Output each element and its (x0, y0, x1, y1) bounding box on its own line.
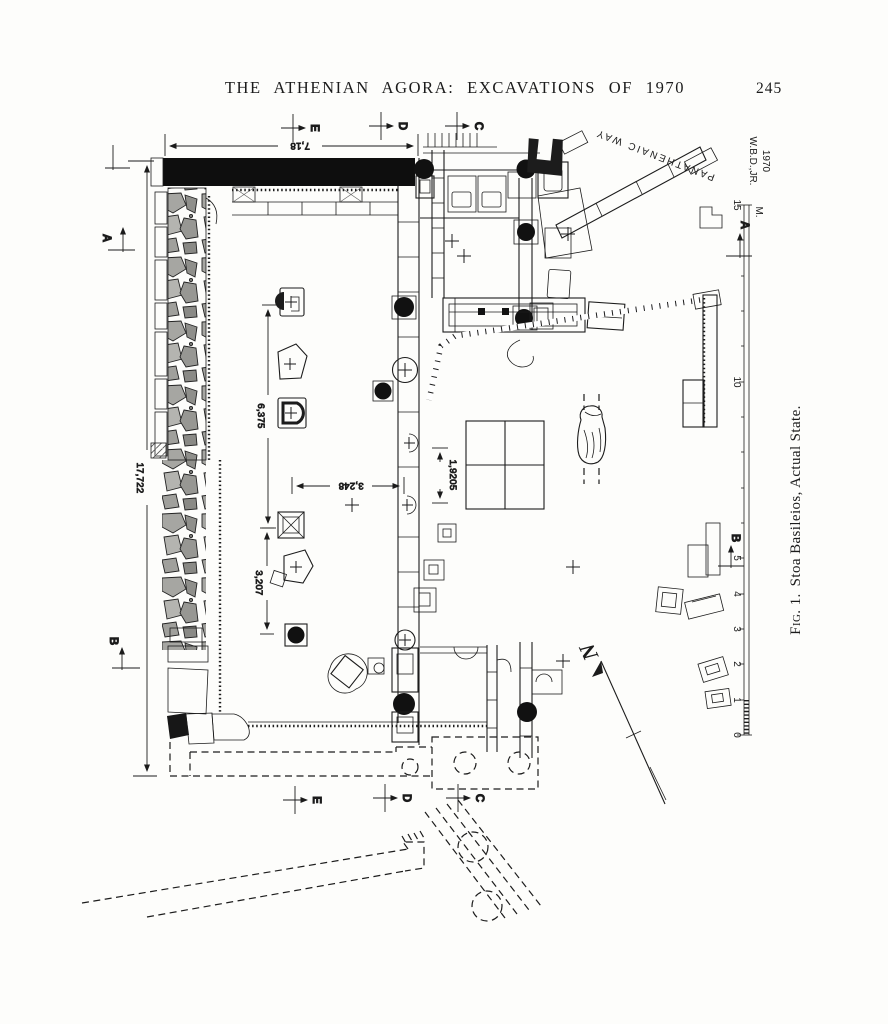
section-e-top: E (308, 124, 320, 132)
figure-caption: Fig. 1.Stoa Basileios, Actual State. (788, 405, 804, 635)
dim-middle-bay: 3,248 (338, 480, 363, 491)
survey-crosses (345, 227, 580, 668)
dim-annex-width: 7,18 (290, 140, 310, 151)
north-arrow-icon: N (573, 639, 667, 805)
dim-stoa-length: 17,722 (134, 463, 145, 494)
section-a-right: A (738, 221, 750, 229)
south-propylon (420, 642, 563, 758)
back-wall-rubble (150, 187, 250, 745)
panathenaic-way-road (527, 130, 723, 259)
terrace-features (413, 289, 722, 613)
page-number: 245 (756, 80, 782, 97)
scale-tick-1: 1 (731, 697, 742, 703)
scale-tick-2: 2 (731, 661, 742, 667)
eastern-features (655, 294, 732, 710)
section-b-right: B (729, 534, 741, 542)
north-wall (150, 157, 415, 225)
scale-tick-5: 5 (731, 555, 742, 561)
dim-terrace-width: 1,9205 (447, 460, 458, 491)
section-b-left: B (107, 637, 119, 645)
scale-tick-3: 3 (731, 626, 742, 632)
credit-name: W.B.D.,JR. (747, 137, 758, 186)
statue-torso (576, 394, 607, 484)
dimension-lines: 7,18 17,722 6,375 3,248 1,9205 3,207 (105, 134, 458, 777)
interior-column-bases (269, 287, 368, 694)
dim-south-bay: 3,207 (253, 570, 264, 595)
section-d-top: D (396, 122, 408, 130)
restored-outlines (81, 736, 542, 922)
section-a-left: A (100, 234, 112, 242)
scale-unit: M. (753, 206, 764, 217)
scale-tick-10: 10 (731, 376, 742, 388)
scale-tick-4: 4 (731, 591, 742, 597)
section-markers: A A B B E D C E D C (100, 112, 752, 814)
scale-tick-15: 15 (731, 199, 742, 211)
south-edge (248, 721, 487, 728)
front-colonnade-wall (367, 158, 420, 745)
section-c-bottom: C (473, 794, 485, 802)
credit: W.B.D.,JR. 1970 (747, 137, 771, 186)
page-title: THE ATHENIAN AGORA: EXCAVATIONS OF 1970 (225, 78, 685, 97)
section-e-bottom: E (310, 796, 322, 804)
scale-tick-0: 0 (731, 732, 742, 738)
north-label: N (573, 639, 603, 666)
credit-year: 1970 (760, 150, 771, 173)
dim-north-bay: 6,375 (255, 403, 266, 428)
scale-bar: 0 1 2 3 4 5 10 15 M. (731, 199, 764, 738)
section-c-top: C (472, 122, 484, 130)
section-d-bottom: D (400, 794, 412, 802)
